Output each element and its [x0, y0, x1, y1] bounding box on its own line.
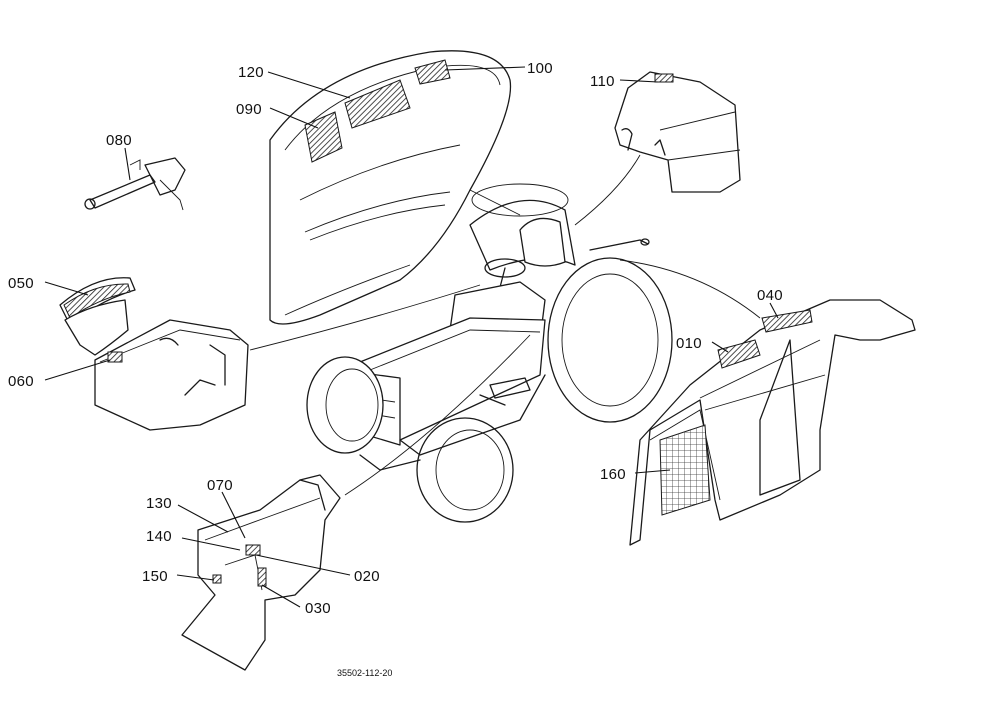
part-label-130: 130 — [146, 495, 172, 512]
part-label-090: 090 — [236, 101, 262, 118]
part-label-100: 100 — [527, 60, 553, 77]
part-label-040: 040 — [757, 287, 783, 304]
part-label-080: 080 — [106, 132, 132, 149]
leader-lines — [44, 66, 779, 608]
reference-code: 35502-112-20 — [337, 668, 392, 678]
front-bracket-assembly — [181, 334, 531, 671]
roof-canopy — [269, 50, 521, 325]
part-label-010: 010 — [676, 335, 702, 352]
part-label-030: 030 — [305, 600, 331, 617]
part-label-020: 020 — [354, 568, 380, 585]
part-label-120: 120 — [238, 64, 264, 81]
part-label-160: 160 — [600, 466, 626, 483]
cab-frame — [619, 259, 916, 546]
instrument-panel — [59, 277, 481, 431]
key-switch-080 — [84, 157, 186, 211]
part-label-050: 050 — [8, 275, 34, 292]
part-label-150: 150 — [142, 568, 168, 585]
part-labels: 120 100 090 110 080 050 060 040 010 160 … — [8, 60, 783, 678]
part-label-060: 060 — [8, 373, 34, 390]
rear-cover-110 — [574, 71, 741, 226]
part-label-110: 110 — [590, 73, 615, 90]
part-label-070: 070 — [207, 477, 233, 494]
tractor-body — [306, 183, 673, 523]
part-label-140: 140 — [146, 528, 172, 545]
